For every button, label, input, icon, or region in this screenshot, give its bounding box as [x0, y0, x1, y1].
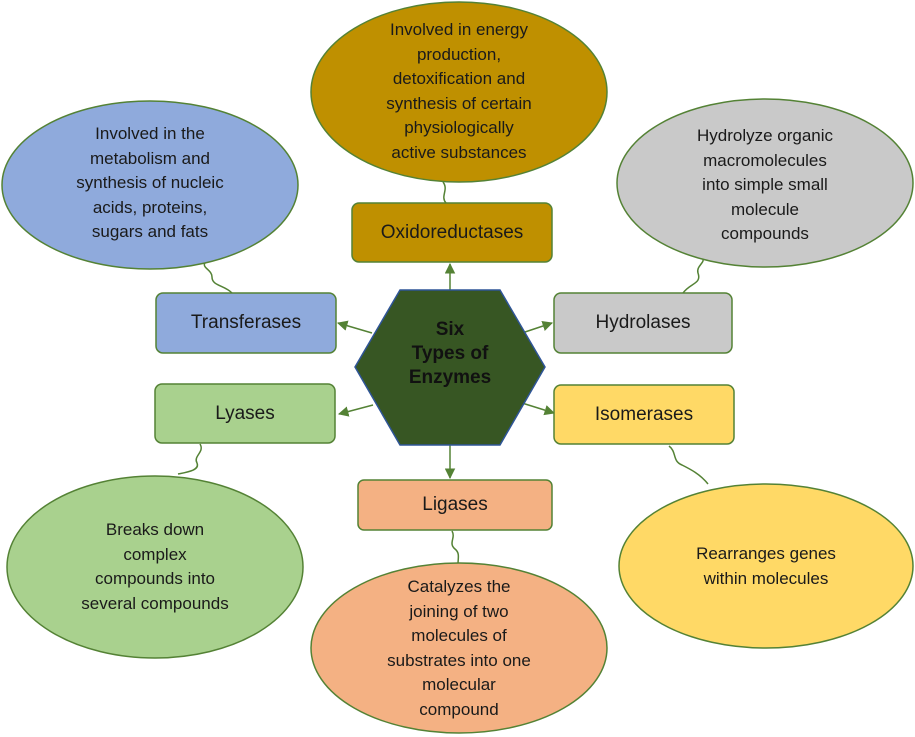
oxidoreductases-box	[351, 202, 553, 263]
hydrolases-box	[553, 292, 733, 354]
arrow-to-hydrolases	[521, 321, 553, 334]
transferases-box	[155, 292, 337, 354]
squiggle-oxidoreductases	[442, 181, 447, 204]
lyases-box	[154, 383, 336, 444]
transferases-description: Involved in the metabolism and synthesis…	[76, 124, 224, 241]
isomerases-label: Isomerases	[594, 403, 694, 425]
isomerases-description: Rearranges genes within molecules	[696, 544, 836, 588]
squiggle-ligases	[451, 530, 460, 565]
squiggle-isomerases	[668, 445, 709, 485]
arrow-to-lyases	[337, 404, 374, 417]
hydrolases-description: Hydrolyze organic macromolecules into si…	[696, 126, 834, 243]
ligases-label: Ligases	[422, 494, 488, 515]
transferases-description-ellipse	[1, 100, 299, 270]
oxidoreductases-description: Involved in energy production, detoxific…	[386, 20, 532, 162]
transferases-label: Transferases	[190, 312, 302, 333]
hydrolases-label: Hydrolases	[595, 312, 691, 333]
oxidoreductases-label: Oxidoreductases	[380, 221, 524, 243]
isomerases-box	[553, 384, 735, 445]
squiggle-transferases	[203, 260, 233, 294]
arrow-to-transferases	[336, 320, 373, 334]
ligases-description-ellipse	[310, 562, 608, 734]
squiggle-hydrolases	[682, 257, 705, 294]
isomerases-description-ellipse	[618, 483, 914, 649]
center-hexagon	[354, 289, 546, 446]
center-label: Six Types of Enzymes	[408, 319, 492, 388]
ligases-box	[357, 479, 553, 531]
squiggle-lyases	[177, 443, 202, 475]
lyases-label: Lyases	[215, 402, 275, 424]
arrow-to-isomerases	[521, 402, 556, 416]
hydrolases-description-ellipse	[616, 98, 914, 268]
lyases-description: Breaks down complex compounds into sever…	[81, 520, 229, 613]
lyases-description-ellipse	[6, 475, 304, 659]
oxidoreductases-description-ellipse	[310, 1, 608, 183]
ligases-description: Catalyzes the joining of two molecules o…	[387, 577, 531, 719]
